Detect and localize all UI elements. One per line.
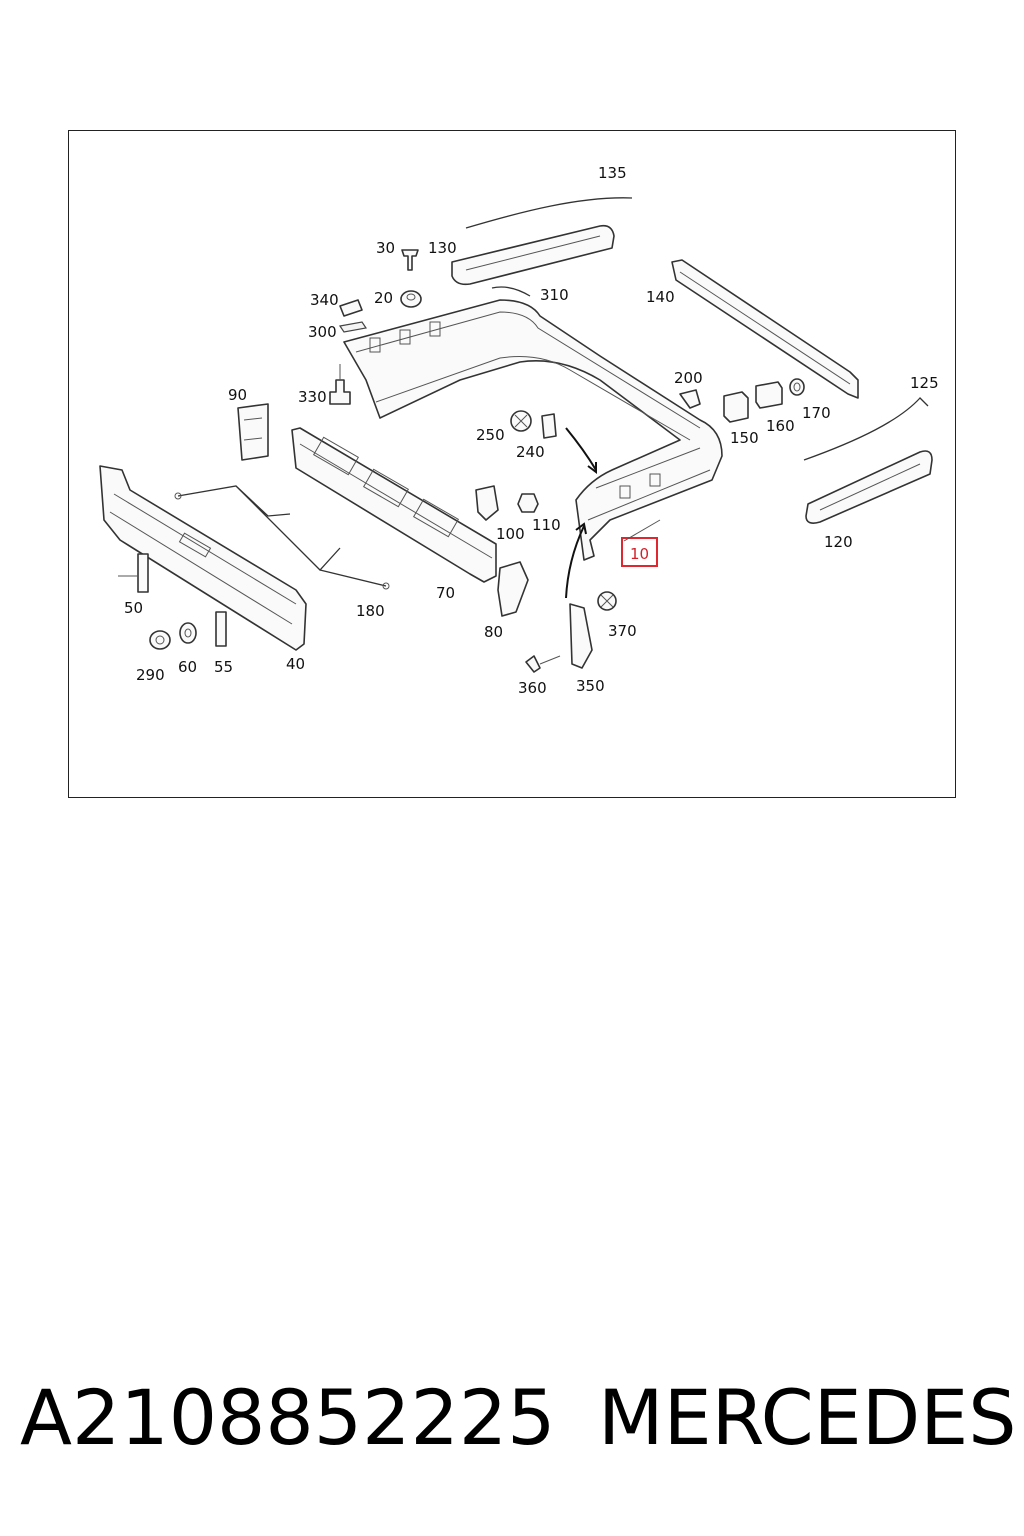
arrow-350-to-10 — [565, 525, 585, 599]
part-10-bumper-shell[interactable] — [343, 299, 723, 561]
part-50-bolt[interactable] — [137, 553, 149, 593]
callout-180: 180 — [356, 602, 385, 620]
callout-125: 125 — [910, 374, 939, 392]
part-80-bracket[interactable] — [497, 561, 529, 617]
callout-160: 160 — [766, 417, 795, 435]
callout-300: 300 — [308, 323, 337, 341]
callout-60: 60 — [178, 658, 197, 676]
callout-330: 330 — [298, 388, 327, 406]
callout-80: 80 — [484, 623, 503, 641]
part-150-housing[interactable] — [723, 391, 749, 423]
part-330-screw[interactable] — [329, 379, 351, 405]
callout-90: 90 — [228, 386, 247, 404]
callout-120: 120 — [824, 533, 853, 551]
callout-130: 130 — [428, 239, 457, 257]
callout-135: 135 — [598, 164, 627, 182]
arrow-240-to-10 — [565, 427, 597, 471]
part-110-nut[interactable] — [517, 493, 539, 513]
callout-340: 340 — [310, 291, 339, 309]
callout-240: 240 — [516, 443, 545, 461]
part-90-bracket[interactable] — [237, 403, 269, 461]
callout-250: 250 — [476, 426, 505, 444]
part-160-sensor[interactable] — [755, 381, 783, 409]
part-130-upper-cover[interactable] — [451, 224, 615, 286]
part-125-strip[interactable] — [803, 397, 929, 461]
part-300-bracket[interactable] — [338, 321, 368, 333]
callout-350: 350 — [576, 677, 605, 695]
part-350-cover[interactable] — [569, 603, 593, 669]
callout-55: 55 — [214, 658, 233, 676]
part-40-carrier-beam[interactable] — [99, 465, 307, 651]
highlight-box-10 — [621, 537, 658, 567]
callout-360: 360 — [518, 679, 547, 697]
part-310-strip[interactable] — [491, 286, 531, 297]
callout-10[interactable]: 10 — [630, 545, 649, 563]
brand-name: MERCEDES — [598, 1373, 1017, 1462]
part-240-clip[interactable] — [541, 413, 557, 439]
part-180-wiring[interactable] — [177, 485, 387, 587]
part-140-side-strip[interactable] — [671, 259, 859, 399]
part-340-clip[interactable] — [339, 299, 363, 317]
part-number: A2108852225 — [20, 1373, 556, 1462]
callout-50: 50 — [124, 599, 143, 617]
diagram-frame — [68, 130, 956, 798]
part-290-nut[interactable] — [149, 630, 171, 650]
callout-290: 290 — [136, 666, 165, 684]
caption: A2108852225 MERCEDES — [0, 1368, 1024, 1478]
callout-370: 370 — [608, 622, 637, 640]
part-135-trim-strip[interactable] — [465, 197, 633, 229]
part-200-bracket[interactable] — [679, 389, 701, 409]
part-20-nut[interactable] — [400, 290, 422, 308]
part-100-clip[interactable] — [475, 485, 499, 521]
callout-70: 70 — [436, 584, 455, 602]
part-55-bracket[interactable] — [215, 611, 227, 647]
part-360-screw[interactable] — [525, 655, 541, 673]
callout-140: 140 — [646, 288, 675, 306]
part-60-washer[interactable] — [179, 622, 197, 644]
part-170-ring[interactable] — [789, 378, 805, 396]
part-70-absorber[interactable] — [291, 427, 497, 583]
callout-40: 40 — [286, 655, 305, 673]
callout-30: 30 — [376, 239, 395, 257]
callout-110: 110 — [532, 516, 561, 534]
callout-200: 200 — [674, 369, 703, 387]
callout-170: 170 — [802, 404, 831, 422]
callout-150: 150 — [730, 429, 759, 447]
callout-310: 310 — [540, 286, 569, 304]
callout-20: 20 — [374, 289, 393, 307]
callout-100: 100 — [496, 525, 525, 543]
part-30-clip[interactable] — [401, 249, 419, 271]
